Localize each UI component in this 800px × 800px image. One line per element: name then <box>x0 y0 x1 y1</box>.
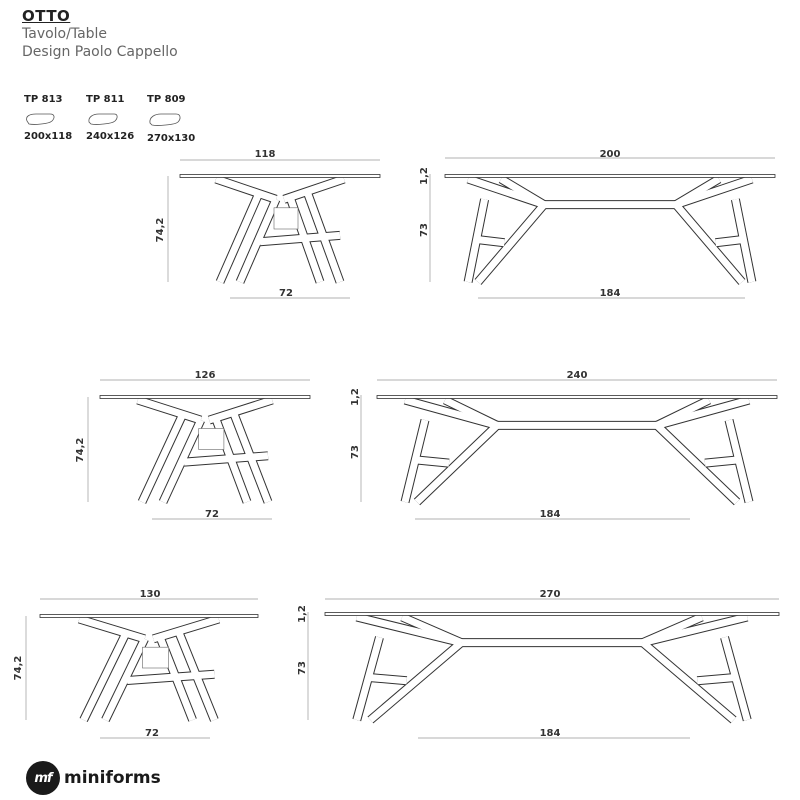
model-code: TP 809 <box>147 94 186 105</box>
table-leg <box>208 396 274 424</box>
table-leg <box>78 615 146 643</box>
leg-joint <box>142 646 169 669</box>
front-height-label: 73 <box>350 445 361 459</box>
model-size: 200x118 <box>24 131 73 142</box>
table-leg <box>368 639 464 723</box>
leg-joint <box>198 428 225 450</box>
table-leg <box>443 396 499 429</box>
model-tp809: TP 809 270x130 <box>147 94 195 144</box>
table-top <box>179 174 381 178</box>
table-leg <box>80 629 131 722</box>
table-leg <box>401 419 429 503</box>
table-leg <box>477 236 505 247</box>
side-width-label: 130 <box>140 589 161 600</box>
table-top <box>444 174 776 178</box>
table-leg <box>715 236 743 247</box>
front-thickness-label: 1,2 <box>350 388 361 406</box>
table-leg <box>159 418 204 504</box>
table-leg <box>138 410 188 504</box>
table-leg <box>704 456 738 467</box>
table-leg <box>370 674 408 685</box>
side-height-label: 74,2 <box>75 438 86 463</box>
table-leg <box>136 396 202 424</box>
front-length-label: 200 <box>600 149 621 160</box>
model-code: TP 813 <box>24 94 63 105</box>
table-top <box>376 395 778 399</box>
table-leg <box>464 198 489 283</box>
side-base-label: 72 <box>145 728 159 739</box>
table-leg <box>183 452 269 466</box>
miniforms-logo: mf miniforms <box>26 761 161 795</box>
side-base-label: 72 <box>205 509 219 520</box>
table-leg <box>640 639 736 723</box>
table-leg <box>102 637 148 722</box>
model-size: 240x126 <box>86 131 135 142</box>
header: OTTO Tavolo/Table Design Paolo Cappello <box>22 7 178 61</box>
table-top-shape-icon <box>149 113 181 126</box>
table-leg <box>400 613 463 646</box>
table-top <box>99 395 311 399</box>
model-size: 270x130 <box>147 133 196 144</box>
table-leg <box>721 636 751 721</box>
table-leg <box>126 670 215 684</box>
table-leg <box>216 189 264 284</box>
front-height-label: 73 <box>297 661 308 675</box>
table-leg <box>475 202 547 285</box>
front-base-label: 184 <box>540 728 561 739</box>
brand-name: miniforms <box>64 768 161 788</box>
model-tp811: TP 811 240x126 <box>86 94 134 142</box>
table-top-shape-icon <box>88 113 118 125</box>
logo-mark: mf <box>26 761 60 795</box>
side-height-label: 74,2 <box>13 656 24 681</box>
table-leg <box>259 231 341 246</box>
model-tp813: TP 813 200x118 <box>24 94 72 142</box>
front-height-label: 73 <box>419 223 430 237</box>
table-leg <box>654 422 740 505</box>
front-length-label: 240 <box>567 370 588 381</box>
front-thickness-label: 1,2 <box>297 605 308 623</box>
side-height-label: 74,2 <box>155 218 166 243</box>
table-top <box>39 614 259 618</box>
table-leg <box>731 198 756 283</box>
table-leg <box>414 422 500 505</box>
table-leg <box>641 613 704 646</box>
designer-credit: Design Paolo Cappello <box>22 44 178 60</box>
table-leg <box>416 456 450 467</box>
table-leg <box>696 674 734 685</box>
model-code: TP 811 <box>86 94 125 105</box>
table-leg <box>499 175 546 208</box>
table-leg <box>725 419 753 503</box>
table-leg <box>152 615 220 643</box>
front-base-label: 184 <box>540 509 561 520</box>
table-leg <box>353 636 383 721</box>
front-length-label: 270 <box>540 589 561 600</box>
side-base-label: 72 <box>279 288 293 299</box>
product-title: OTTO <box>22 7 71 25</box>
table-leg <box>214 175 278 203</box>
leg-joint <box>273 207 299 230</box>
table-leg <box>236 197 280 284</box>
table-leg <box>673 202 745 285</box>
table-top-shape-icon <box>26 113 55 125</box>
front-thickness-label: 1,2 <box>419 167 430 185</box>
table-leg <box>655 396 711 429</box>
side-width-label: 126 <box>195 370 216 381</box>
table-leg <box>282 175 346 203</box>
side-width-label: 118 <box>255 149 276 160</box>
front-base-label: 184 <box>600 288 621 299</box>
product-subtitle: Tavolo/Table <box>22 26 108 42</box>
table-top <box>324 612 780 616</box>
table-leg <box>674 175 721 208</box>
